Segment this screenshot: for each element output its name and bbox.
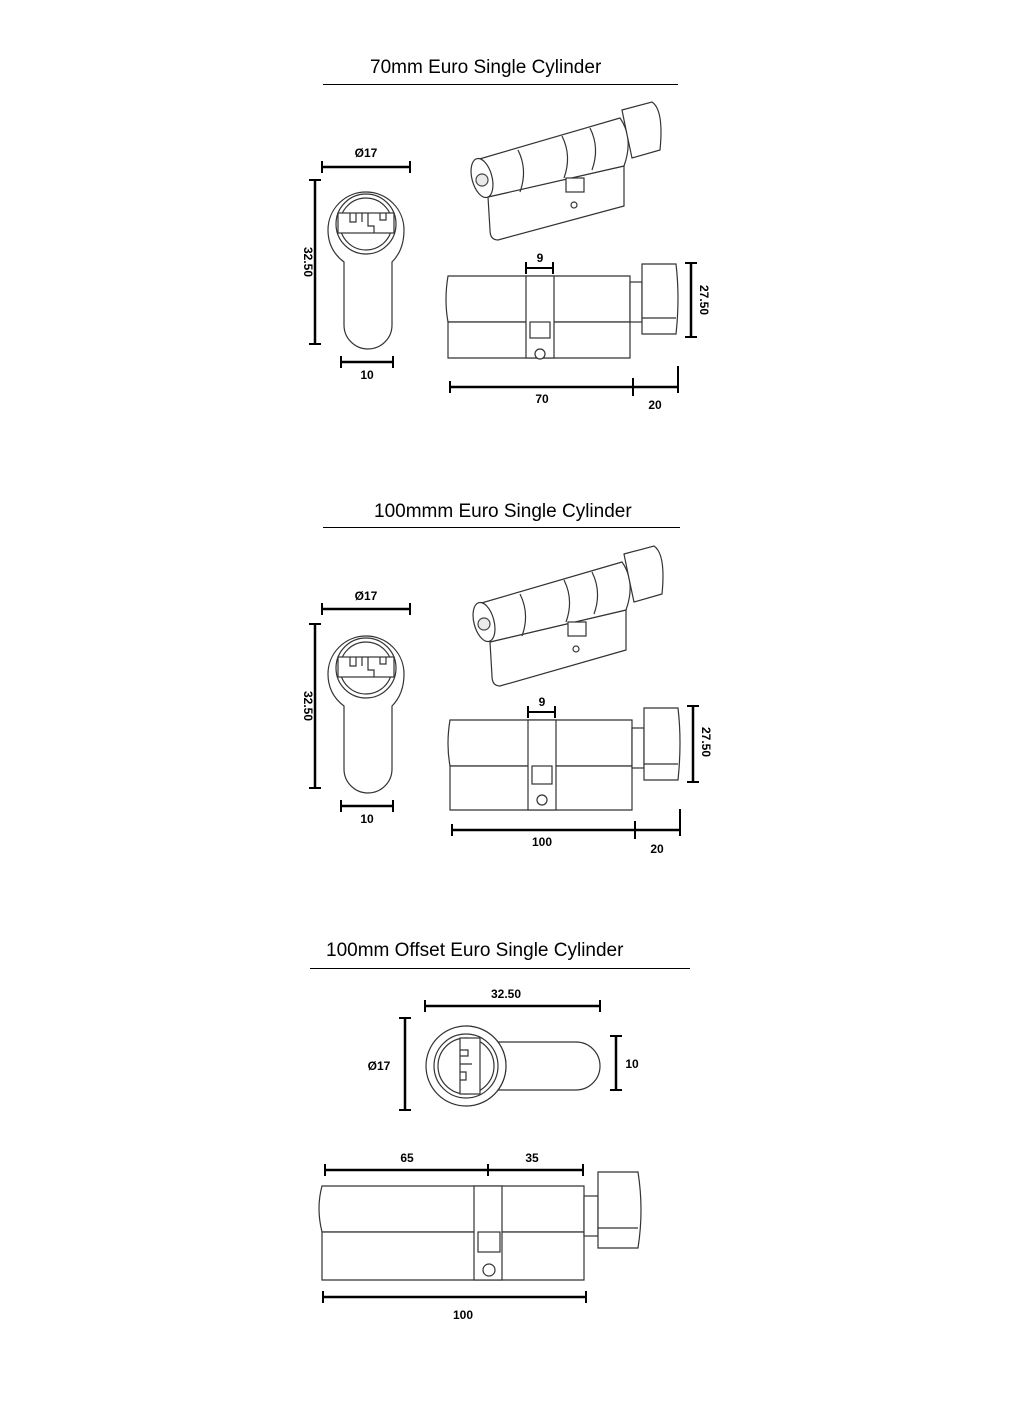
section-title: 100mmm Euro Single Cylinder — [374, 501, 632, 522]
right-length-label: 35 — [525, 1151, 539, 1165]
left-length-label: 65 — [400, 1151, 414, 1165]
title-underline — [323, 527, 680, 528]
section-100mm-offset: 100mm Offset Euro Single Cylinder 32.50 … — [0, 890, 1024, 1390]
front-diameter-label: Ø17 — [355, 589, 378, 603]
perspective-view — [470, 101, 662, 241]
section-title: 100mm Offset Euro Single Cylinder — [326, 940, 624, 961]
front-bottom-width-label: 10 — [360, 368, 374, 382]
front-diameter-label: Ø17 — [368, 1059, 391, 1073]
thumbturn-height-label: 27.50 — [697, 285, 711, 315]
total-length-label: 100 — [453, 1308, 473, 1322]
cylinder-diagram: Ø17 32.50 10 — [301, 545, 713, 856]
front-height-label: 32.50 — [301, 691, 315, 721]
cam-width-label: 9 — [537, 251, 544, 265]
turn-length-label: 20 — [648, 398, 662, 412]
turn-length-label: 20 — [650, 842, 664, 856]
offset-front-profile-view — [425, 1025, 601, 1107]
front-bottom-width-label: 10 — [360, 812, 374, 826]
cylinder-diagram: 32.50 Ø17 10 65 — [318, 987, 642, 1322]
side-view — [447, 707, 681, 811]
front-diameter-dimension — [321, 603, 411, 615]
front-bottom-width-dimension — [340, 800, 394, 812]
front-height-dimension — [309, 179, 321, 345]
cam-width-label: 9 — [539, 695, 546, 709]
thumbturn-height-dimension — [687, 705, 699, 783]
front-width-label: 32.50 — [491, 987, 521, 1001]
title-underline — [323, 84, 678, 85]
front-height-label: 32.50 — [301, 247, 315, 277]
title-underline — [310, 968, 690, 969]
section-100mm: 100mmm Euro Single Cylinder Ø17 32.50 10 — [0, 444, 1024, 894]
section-70mm: 70mm Euro Single Cylinder Ø17 32.50 — [0, 0, 1024, 450]
thumbturn-height-label: 27.50 — [699, 727, 713, 757]
front-diameter-label: Ø17 — [355, 146, 378, 160]
side-view — [318, 1171, 642, 1281]
front-profile-view — [327, 191, 405, 350]
front-diameter-dimension — [399, 1017, 411, 1111]
cam-width-dimension — [525, 262, 554, 274]
length-dimension — [451, 809, 681, 839]
body-length-label: 70 — [535, 392, 549, 406]
perspective-view — [472, 545, 664, 687]
front-tail-height-label: 10 — [625, 1057, 639, 1071]
length-dimension — [449, 366, 679, 396]
segment-length-dimension — [324, 1164, 584, 1176]
body-length-label: 100 — [532, 835, 552, 849]
thumbturn-height-dimension — [685, 262, 697, 338]
side-view — [445, 263, 679, 360]
cam-width-dimension — [527, 706, 556, 718]
front-width-dimension — [424, 1000, 601, 1012]
section-title: 70mm Euro Single Cylinder — [370, 57, 602, 78]
total-length-dimension — [322, 1291, 587, 1303]
front-profile-view — [327, 635, 405, 794]
front-bottom-width-dimension — [340, 356, 394, 368]
cylinder-diagram: Ø17 32.50 10 — [301, 101, 711, 412]
front-tail-height-dimension — [610, 1035, 622, 1091]
front-height-dimension — [309, 623, 321, 789]
front-diameter-dimension — [321, 161, 411, 173]
